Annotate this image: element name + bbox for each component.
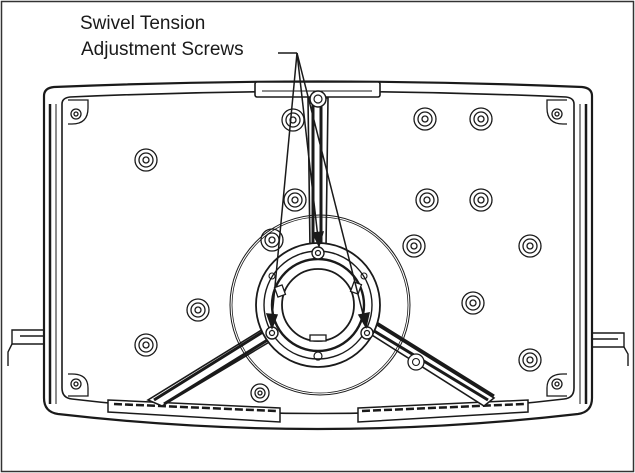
swivel-hub — [229, 214, 411, 396]
callout-title-line2: Adjustment Screws — [81, 39, 244, 60]
corner-mounts — [68, 99, 567, 397]
stand-legs — [146, 90, 496, 407]
right-bracket — [589, 332, 629, 366]
callout-title-line1: Swivel Tension — [80, 13, 206, 34]
left-bracket — [7, 329, 46, 366]
callout-leaders — [265, 52, 370, 331]
screw-bosses — [134, 107, 542, 403]
